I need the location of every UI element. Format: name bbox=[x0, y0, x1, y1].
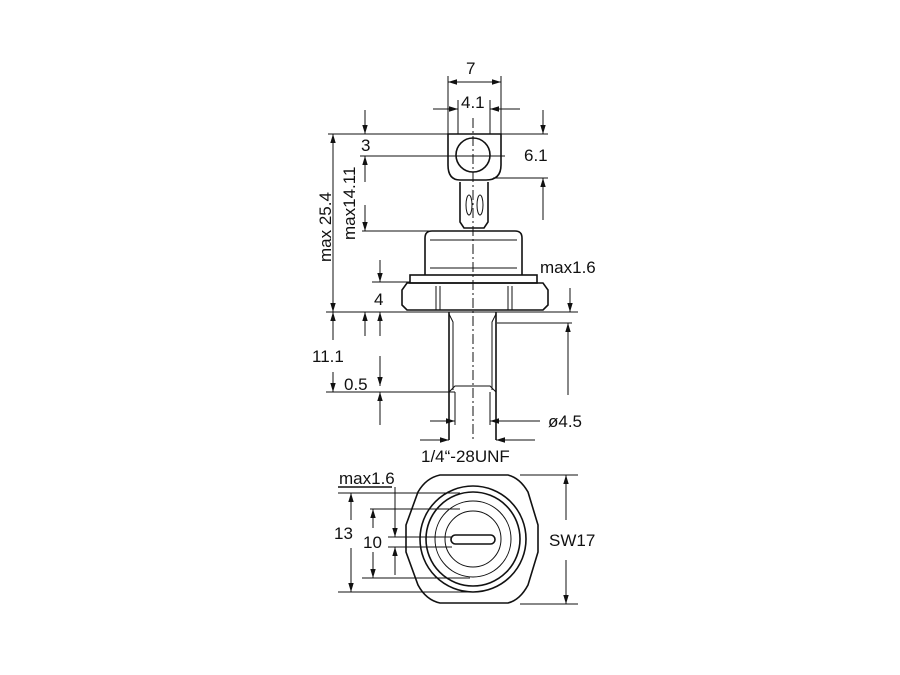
side-view bbox=[401, 118, 549, 440]
label-width-4-1: 4.1 bbox=[461, 93, 485, 112]
label-dia-4-5: ø4.5 bbox=[548, 412, 582, 431]
label-max-1-6-bottom: max1.6 bbox=[339, 469, 395, 488]
label-max-25-4: max 25.4 bbox=[316, 192, 335, 262]
label-max-14-11: max14.11 bbox=[340, 167, 359, 240]
label-dim-13: 13 bbox=[334, 524, 353, 543]
label-max-1-6-side: max1.6 bbox=[540, 258, 596, 277]
hex-outline bbox=[405, 474, 539, 604]
label-dim-0-5: 0.5 bbox=[344, 375, 368, 394]
case-cap bbox=[424, 230, 523, 275]
label-dim-3: 3 bbox=[361, 136, 370, 155]
label-width-7: 7 bbox=[466, 59, 475, 78]
terminal-slot bbox=[450, 534, 496, 545]
terminal-lug bbox=[447, 133, 502, 181]
lead-neck bbox=[459, 182, 489, 229]
bottom-view bbox=[338, 474, 578, 605]
lug-hole bbox=[455, 137, 491, 173]
label-thread: 1/4“-28UNF bbox=[421, 447, 510, 466]
dimensions-side bbox=[326, 76, 578, 443]
label-dim-10: 10 bbox=[363, 533, 382, 552]
dimension-labels: 7 4.1 3 6.1 max 25.4 max14.11 max1.6 4 1… bbox=[312, 59, 596, 552]
hex-nut-side bbox=[401, 282, 549, 311]
label-dim-4: 4 bbox=[374, 290, 383, 309]
label-dim-11-1: 11.1 bbox=[312, 347, 344, 366]
label-sw17: SW17 bbox=[549, 531, 595, 550]
label-dim-6-1: 6.1 bbox=[524, 146, 548, 165]
